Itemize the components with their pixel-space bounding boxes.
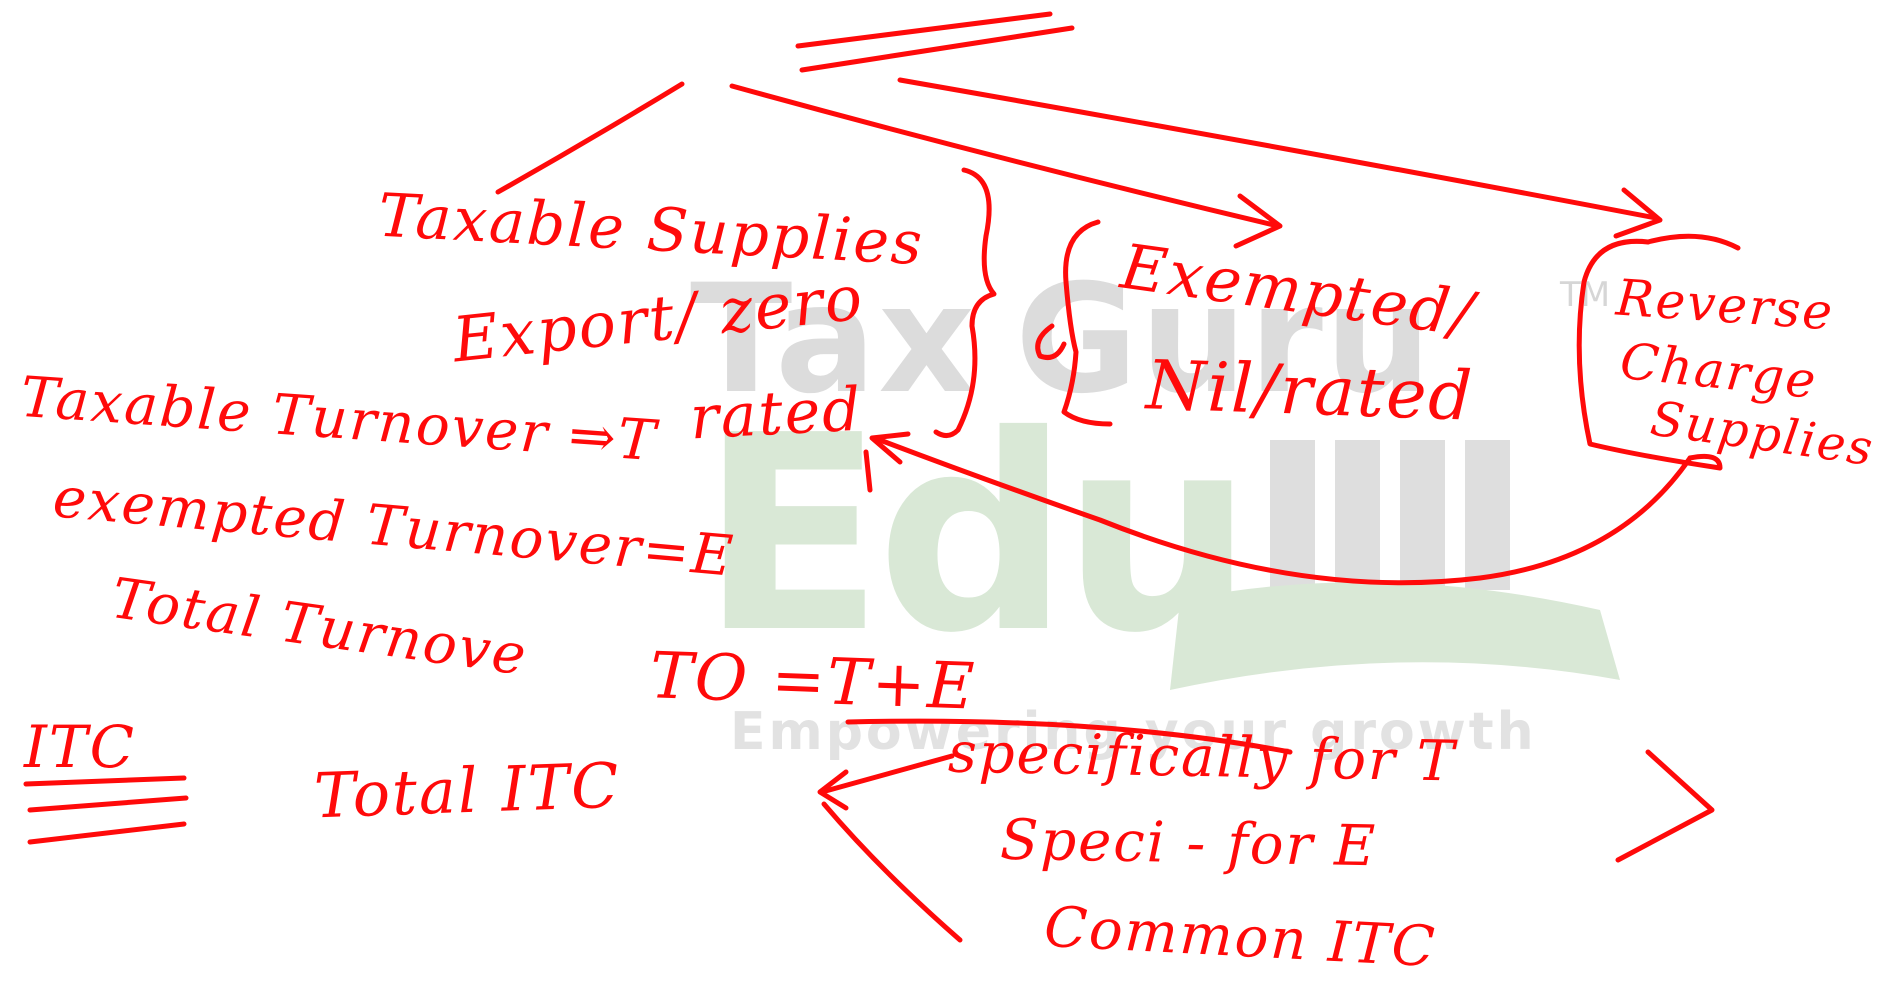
note-specifically-t: specifically for T <box>947 720 1457 795</box>
strike-line <box>845 718 1293 755</box>
itc-underline-2 <box>27 795 189 813</box>
top-underline-2 <box>799 25 1075 73</box>
reverse-charge-box-top <box>1645 233 1741 251</box>
return-arrow-tail <box>863 449 873 493</box>
note-total-itc: Total ITC <box>312 748 622 833</box>
return-arrowhead <box>869 431 911 465</box>
itc-underline-1 <box>23 775 187 787</box>
closing-brace <box>933 167 997 438</box>
brace-connector <box>1035 323 1067 360</box>
itc-arrow-upper <box>819 753 955 795</box>
itc-arrow-lower <box>821 801 963 943</box>
note-nil-rated: Nil/rated <box>1144 346 1476 437</box>
itc-underline-3 <box>27 821 187 845</box>
note-speci-e: Speci - for E <box>999 807 1378 880</box>
branch-right-arrowhead <box>1613 187 1663 239</box>
branch-right-arrow <box>897 77 1659 221</box>
reverse-charge-box <box>1576 238 1723 471</box>
note-itc-heading: ITC <box>24 713 136 781</box>
branch-left-line <box>495 81 685 195</box>
itc-arrow-upper-head <box>817 769 849 811</box>
opening-brace <box>1061 219 1113 427</box>
top-underline-1 <box>795 11 1053 49</box>
note-rated-left: rated <box>688 374 865 454</box>
branch-middle-arrowhead <box>1233 193 1283 249</box>
note-to-formula: TO =T+E <box>648 639 978 725</box>
branch-middle-arrow <box>729 83 1281 229</box>
itc-right-brace <box>1615 749 1715 863</box>
return-arrow <box>877 437 1693 586</box>
note-reverse: Reverse <box>1614 268 1836 342</box>
